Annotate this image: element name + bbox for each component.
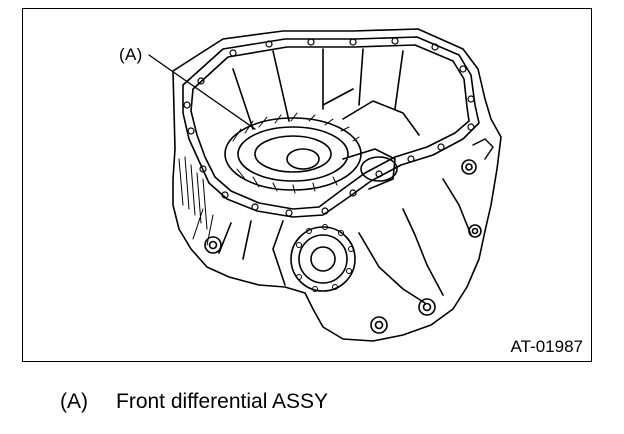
legend-item-key: (A): [60, 390, 88, 413]
legend: (A) Front differential ASSY: [60, 390, 328, 414]
callout-label-a: (A): [119, 45, 143, 64]
transmission-case-drawing: [148, 28, 502, 342]
legend-item: (A) Front differential ASSY: [60, 390, 328, 414]
legend-item-text: Front differential ASSY: [116, 390, 329, 413]
figure-code: AT-01987: [510, 337, 583, 356]
figure-frame: (A) AT-01987: [22, 8, 592, 362]
